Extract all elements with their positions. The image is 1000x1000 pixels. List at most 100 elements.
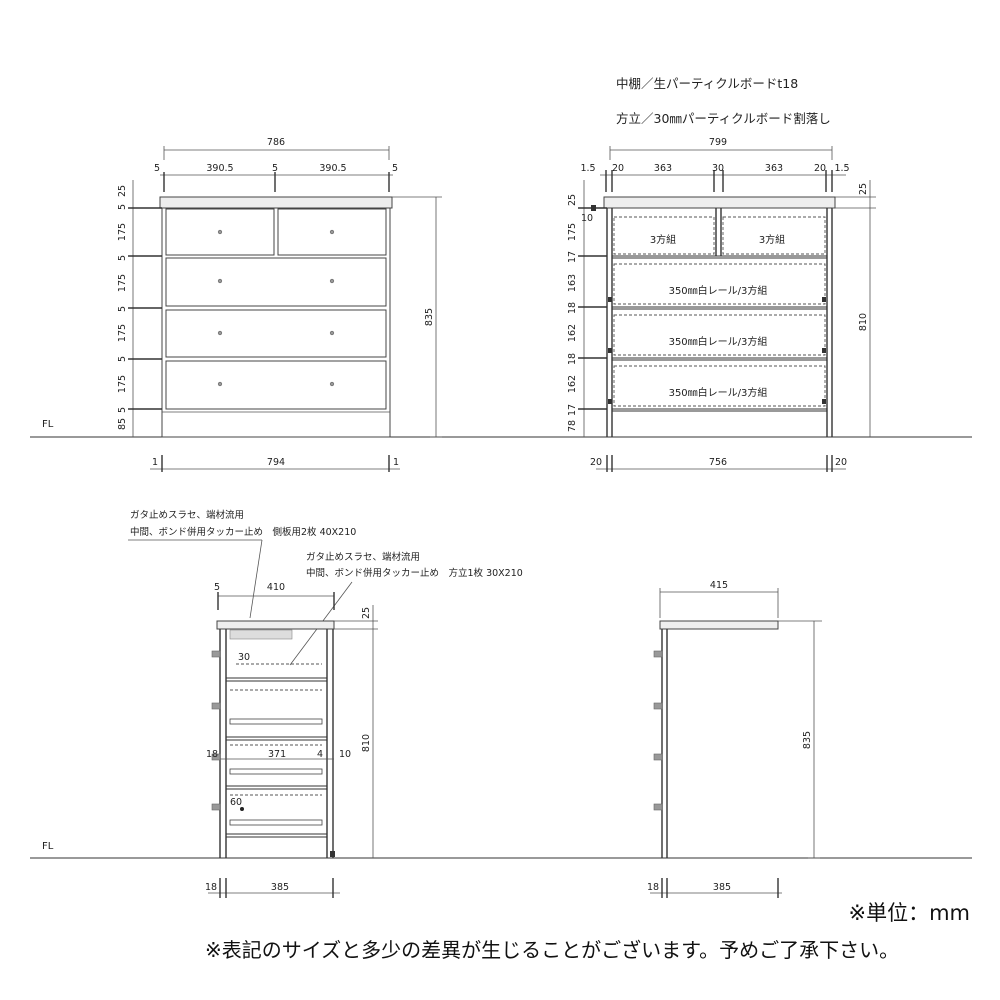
front-h-4: 175 [117,274,128,292]
carcass-label-rail-2: 350㎜白レール/3方組 [669,335,768,348]
carcass-width-1: 20 [612,163,624,174]
front-h-6: 175 [117,324,128,342]
carcass-width-6: 1.5 [834,163,849,174]
floor-label-upper: FL [42,419,54,430]
carcass-label-small-b: 3方組 [759,233,785,246]
front-width-2: 5 [272,163,278,174]
carcass-h-6: 162 [567,324,578,342]
knob [211,702,221,710]
knob [329,381,335,387]
knob [217,330,223,336]
carcass-width-0: 1.5 [580,163,595,174]
front-drawer-2 [165,257,387,307]
side-top-board [659,620,779,630]
carcass-h-4: 163 [567,274,578,292]
front-top-board [159,196,393,209]
front-view: 786 5 390.5 5 390.5 5 25 [117,137,442,472]
section-top-left: 5 [214,582,220,593]
carcass-h-5: 18 [567,302,578,314]
knob [329,229,335,235]
knob [217,381,223,387]
section-inner-60: 60 [230,797,242,808]
knob [211,803,221,811]
section-top-board [216,620,335,630]
front-width-3: 390.5 [319,163,346,174]
section-inner-4: 4 [317,749,323,760]
front-width-total: 786 [267,137,285,148]
carcass-height-right: 810 [858,313,869,331]
knob [653,702,663,710]
front-h-9: 85 [117,418,128,430]
carcass-h-9: 78 [567,420,578,432]
front-width-1: 390.5 [206,163,233,174]
front-h-10: 5 [117,407,128,413]
carcass-drawer-rail-3 [613,365,826,407]
carcass-h-10: 17 [567,404,578,416]
section-inner-30: 30 [238,652,250,663]
carcass-width-5: 20 [814,163,826,174]
front-h-2: 175 [117,223,128,241]
front-h-0: 25 [117,185,128,197]
carcass-right-top: 25 [858,183,869,195]
section-height: 810 [361,734,372,752]
carcass-base-width: 756 [709,457,727,468]
carcass-width-4: 363 [765,163,783,174]
front-base-width: 794 [267,457,285,468]
section-note2-line2: 中間、ボンド併用タッカー止め 方立1枚 30X210 [306,567,523,579]
section-base-width: 385 [271,882,289,893]
knob [329,330,335,336]
front-base-right: 1 [393,457,399,468]
carcass-note-shelf: 中棚／生パーティクルボードt18 [616,76,798,91]
knob [653,803,663,811]
carcass-base-left: 20 [590,457,602,468]
section-inner-18: 18 [206,749,218,760]
section-note2-line1: ガタ止めスラセ、端材流用 [306,551,420,563]
section-view: ガタ止めスラセ、端材流用 中間、ボンド併用タッカー止め 側板用2枚 40X210… [128,509,523,898]
carcass-drawer-small-a [613,216,715,255]
carcass-h-1: 10 [581,213,593,224]
disclaimer-note: ※表記のサイズと多少の差異が生じることがございます。予めご了承下さい。 [205,938,900,962]
carcass-drawer-rail-2 [613,314,826,356]
carcass-width-3: 30 [712,163,724,174]
carcass-h-2: 175 [567,223,578,241]
section-base-left: 18 [205,882,217,893]
side-base-width: 385 [713,882,731,893]
front-h-1: 5 [117,204,128,210]
knob [217,278,223,284]
knob [217,229,223,235]
carcass-width-total: 799 [709,137,727,148]
carcass-label-small-a: 3方組 [650,233,676,246]
front-h-7: 5 [117,356,128,362]
front-width-0: 5 [154,163,160,174]
front-width-4: 5 [392,163,398,174]
front-height-total: 835 [424,308,435,326]
carcass-note-partition: 方立／30㎜パーティクルボード割落し [616,111,831,126]
carcass-h-3: 17 [567,251,578,263]
front-h-8: 175 [117,375,128,393]
section-note1-line2: 中間、ボンド併用タッカー止め 側板用2枚 40X210 [130,526,356,538]
floor-label-lower: FL [42,841,54,852]
carcass-view: 中棚／生パーティクルボードt18 方立／30㎜パーティクルボード割落し 799 … [567,76,876,472]
carcass-h-8: 162 [567,375,578,393]
front-drawer-3 [165,309,387,358]
carcass-drawer-small-b [722,216,826,255]
knob [653,650,663,658]
front-h-5: 5 [117,306,128,312]
knob [329,278,335,284]
carcass-h-0: 25 [567,194,578,206]
carcass-top [603,196,836,209]
knob [653,753,663,761]
carcass-width-2: 363 [654,163,672,174]
front-base-left: 1 [152,457,158,468]
carcass-h-7: 18 [567,353,578,365]
side-top-width: 415 [710,580,728,591]
carcass-label-rail-3: 350㎜白レール/3方組 [669,386,768,399]
side-height: 835 [802,731,813,749]
knob [211,650,221,658]
front-h-3: 5 [117,255,128,261]
section-inner-371: 371 [268,749,286,760]
carcass-label-rail-1: 350㎜白レール/3方組 [669,284,768,297]
section-top-width: 410 [267,582,285,593]
section-inner-10: 10 [339,749,351,760]
